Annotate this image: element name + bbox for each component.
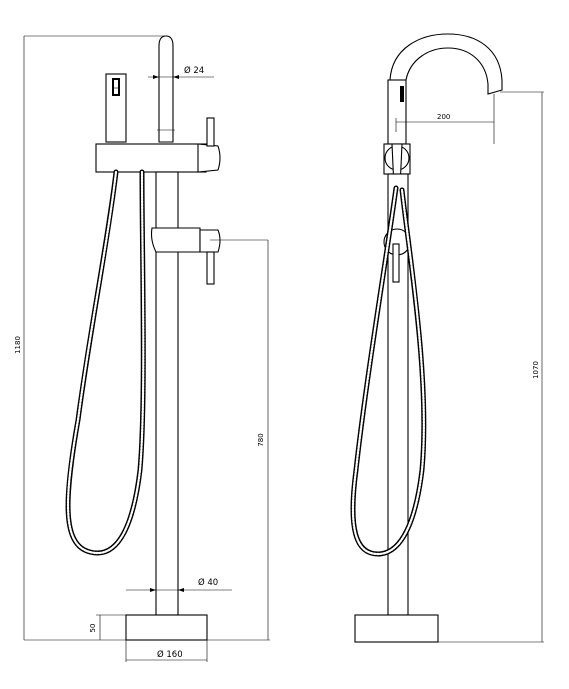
riser-diameter-dimension: Ø 24: [148, 65, 214, 79]
spout-height-label: 1070: [532, 361, 540, 379]
pipe-diameter-label: Ø 40: [198, 577, 218, 588]
upper-lever: [206, 117, 215, 147]
side-shower-hose: [350, 185, 427, 557]
base-height-label: 50: [89, 624, 97, 633]
base-plate: [125, 614, 208, 641]
mixer-lever: [206, 251, 215, 285]
base-diameter-dimension: Ø 160: [125, 640, 208, 662]
riser-diameter-label: Ø 24: [184, 65, 204, 76]
mixer-height-label: 780: [257, 433, 265, 446]
spout-reach-label: 200: [437, 113, 450, 121]
mixer-height-dimension: 780: [210, 239, 269, 640]
side-base-plate: [354, 614, 439, 643]
total-height-label: 1180: [14, 336, 22, 354]
upper-handle-base: [197, 143, 221, 173]
shower-hose: [65, 169, 146, 556]
spout-height-dimension: 1070: [438, 91, 544, 643]
mixer-body: [150, 227, 201, 253]
side-mixer-lever: [392, 243, 400, 283]
base-height-dimension: 50: [89, 614, 126, 640]
side-view: 200 1070: [350, 33, 544, 643]
spout-reach-dimension: 200: [395, 94, 495, 144]
front-view: 1180 Ø 24: [14, 35, 270, 662]
spout: [389, 33, 503, 95]
base-diameter-label: Ø 160: [157, 649, 183, 660]
pipe-diameter-dimension: Ø 40: [126, 577, 232, 592]
riser-pipe: [158, 35, 174, 143]
upper-body: [95, 143, 207, 173]
hand-shower: [105, 73, 127, 143]
mixer-handle-base: [199, 229, 221, 253]
